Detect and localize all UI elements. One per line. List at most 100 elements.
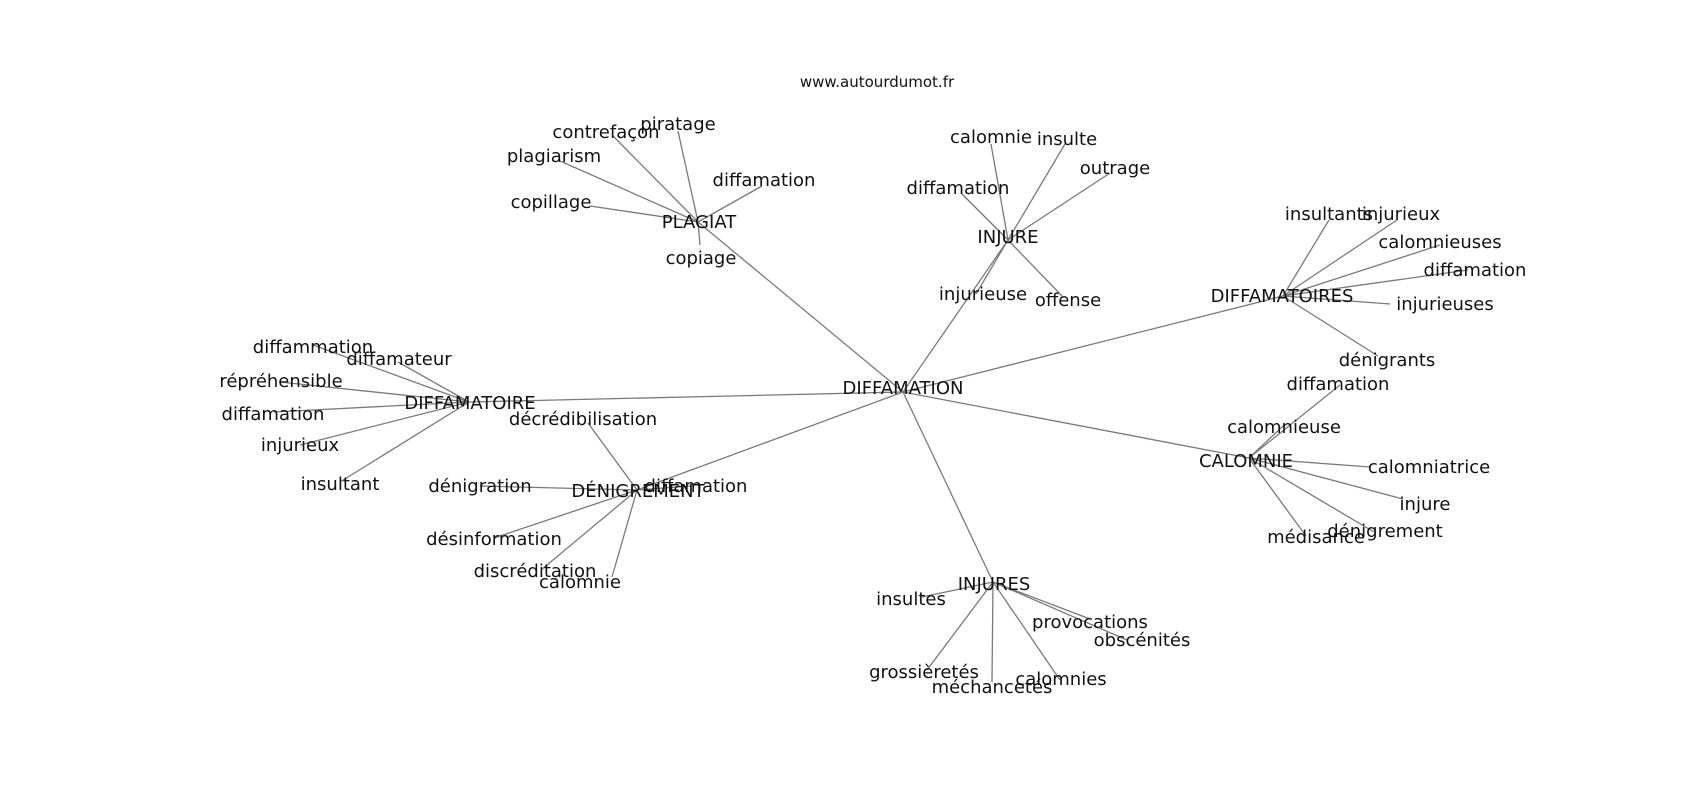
edge-hub-to-leaf: [397, 361, 470, 403]
leaf-node-label[interactable]: contrefaçon: [552, 122, 659, 143]
leaf-node-label[interactable]: diffamation: [713, 170, 816, 191]
leaf-node-label[interactable]: offense: [1035, 290, 1101, 311]
leaf-node-label[interactable]: diffammation: [253, 337, 373, 358]
edge-hub-to-leaf: [611, 489, 638, 578]
leaf-node-label[interactable]: diffamation: [907, 178, 1010, 199]
leaf-node-label[interactable]: calomnie: [950, 127, 1032, 148]
hub-node-label[interactable]: CALOMNIE: [1199, 451, 1293, 472]
leaf-node-label[interactable]: calomnie: [539, 572, 621, 593]
leaf-node-label[interactable]: médisance: [1267, 527, 1365, 548]
edge-hub-to-leaf: [926, 581, 994, 671]
leaf-node-label[interactable]: diffamation: [222, 404, 325, 425]
edge-hub-to-leaf: [677, 130, 699, 223]
hub-node-label[interactable]: DIFFAMATOIRE: [404, 393, 535, 414]
edge-hub-to-leaf: [589, 205, 699, 223]
edge-center-to-hub: [636, 391, 904, 491]
edge-hub-to-leaf: [1248, 425, 1284, 459]
edge-hub-to-leaf: [1248, 457, 1371, 468]
edge-hub-to-leaf: [1248, 457, 1404, 500]
edge-hub-to-leaf: [921, 581, 994, 598]
center-node-label[interactable]: DIFFAMATION: [843, 378, 964, 399]
leaf-node-label[interactable]: calomniatrice: [1368, 457, 1490, 478]
leaf-node-label[interactable]: discréditation: [474, 561, 597, 582]
edge-hub-to-leaf: [1007, 239, 1063, 297]
edge-hub-to-leaf: [1282, 244, 1441, 297]
edge-hub-to-leaf: [1282, 219, 1398, 297]
edge-center-to-hub: [902, 391, 1250, 459]
leaf-node-label[interactable]: copillage: [511, 192, 592, 213]
leaf-node-label[interactable]: outrage: [1080, 158, 1150, 179]
edge-hub-to-leaf: [697, 185, 763, 223]
leaf-node-label[interactable]: injurieuse: [939, 284, 1027, 305]
edge-hub-to-leaf: [339, 401, 470, 483]
leaf-node-label[interactable]: injurieux: [1362, 204, 1441, 225]
edge-hub-to-leaf: [1248, 384, 1341, 459]
leaf-node-label[interactable]: dénigration: [428, 476, 531, 497]
edge-hub-to-leaf: [299, 401, 470, 446]
leaf-node-label[interactable]: diffamateur: [346, 349, 452, 370]
leaf-node-label[interactable]: injure: [1400, 494, 1451, 515]
leaf-node-label[interactable]: provocations: [1032, 612, 1148, 633]
leaf-node-label[interactable]: diffamation: [1287, 374, 1390, 395]
edge-hub-to-leaf: [992, 581, 1128, 641]
leaf-node-label[interactable]: diffamation: [1424, 260, 1527, 281]
leaf-node-label[interactable]: calomnieuses: [1378, 232, 1501, 253]
edge-hub-to-leaf: [1282, 269, 1469, 297]
edge-hub-to-leaf: [990, 143, 1009, 241]
edge-hub-to-leaf: [540, 489, 638, 571]
leaf-node-label[interactable]: insulte: [1037, 129, 1097, 150]
hub-node-label[interactable]: DÉNIGREMENT: [571, 480, 705, 502]
edge-hub-to-leaf: [1282, 219, 1330, 297]
leaf-node-label[interactable]: injurieux: [261, 435, 340, 456]
hub-node-label[interactable]: PLAGIAT: [662, 212, 737, 233]
site-watermark: www.autourdumot.fr: [800, 73, 955, 91]
edge-hub-to-leaf: [1282, 295, 1391, 305]
leaf-node-label[interactable]: calomnieuse: [1227, 417, 1341, 438]
leaf-node-label[interactable]: dénigrants: [1339, 350, 1436, 371]
edge-hub-to-leaf: [612, 135, 699, 223]
leaf-node-label[interactable]: copiage: [666, 248, 737, 269]
leaf-node-label[interactable]: décrédibilisation: [509, 409, 657, 430]
leaf-node-label[interactable]: injurieuses: [1396, 294, 1494, 315]
edge-hub-to-leaf: [312, 344, 470, 403]
edge-hub-to-leaf: [1248, 457, 1375, 533]
leaf-node-label[interactable]: dénigrement: [1327, 521, 1443, 542]
leaf-node-label[interactable]: obscénités: [1094, 630, 1191, 651]
edge-hub-to-leaf: [975, 239, 1009, 295]
leaf-node-label[interactable]: calomnies: [1015, 669, 1106, 690]
edge-hub-to-leaf: [1007, 143, 1066, 241]
edge-hub-to-leaf: [961, 193, 1009, 241]
leaf-node-label[interactable]: méchancetés: [932, 677, 1053, 698]
edge-hub-to-leaf: [493, 489, 638, 539]
hub-node-label[interactable]: INJURE: [977, 227, 1038, 248]
leaf-node-label[interactable]: plagiarism: [507, 146, 601, 167]
graph-edges: [273, 130, 1469, 683]
edge-hub-to-leaf: [479, 485, 638, 491]
edge-hub-to-leaf: [697, 221, 701, 246]
leaf-node-label[interactable]: insultes: [876, 589, 946, 610]
leaf-node-label[interactable]: désinformation: [426, 529, 562, 550]
leaf-node-label[interactable]: diffamation: [645, 476, 748, 497]
leaf-node-label[interactable]: piratage: [640, 114, 715, 135]
edge-hub-to-leaf: [559, 160, 699, 223]
hub-node-label[interactable]: INJURES: [958, 574, 1031, 595]
edge-hub-to-leaf: [636, 485, 691, 491]
leaf-node-label[interactable]: grossièretés: [869, 662, 979, 683]
edge-hub-to-leaf: [273, 401, 470, 413]
edge-hub-to-leaf: [992, 581, 1061, 681]
edge-hub-to-leaf: [991, 581, 994, 683]
edge-hub-to-leaf: [1282, 295, 1379, 357]
edge-hub-to-leaf: [279, 381, 470, 403]
hub-node-label[interactable]: DIFFAMATOIRES: [1211, 286, 1354, 307]
edge-center-to-hub: [902, 295, 1284, 393]
edge-hub-to-leaf: [1248, 457, 1307, 537]
edge-hub-to-leaf: [587, 422, 638, 491]
edge-center-to-hub: [468, 391, 904, 403]
edge-center-to-hub: [902, 239, 1009, 393]
edge-hub-to-leaf: [992, 581, 1091, 620]
leaf-node-label[interactable]: répréhensible: [219, 371, 342, 392]
graph-labels: www.autourdumot.fr DIFFAMATION PLAGIAT pir…: [219, 73, 1526, 698]
leaf-node-label[interactable]: insultant: [301, 474, 380, 495]
leaf-node-label[interactable]: insultants: [1285, 204, 1373, 225]
